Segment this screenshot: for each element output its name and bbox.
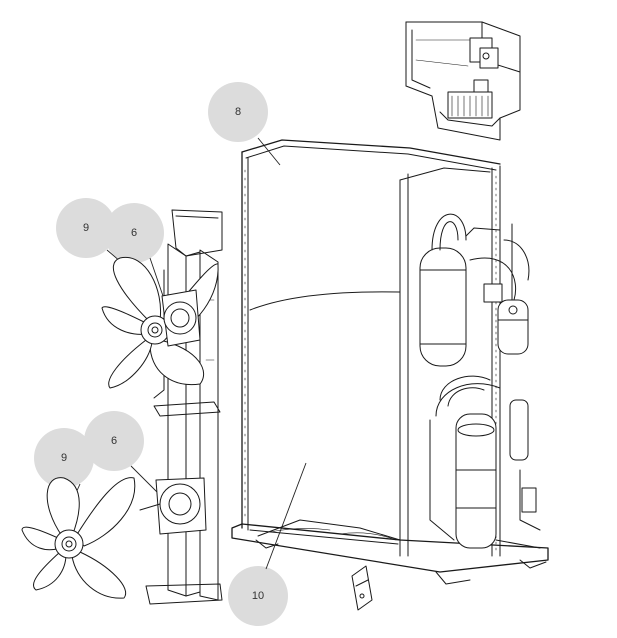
callout-label-10: 10 (252, 590, 264, 602)
fan-bracket (145, 209, 223, 605)
callout-label-6-lower: 6 (111, 435, 117, 447)
callout-label-8: 8 (235, 106, 241, 118)
callout-label-9-lower: 9 (61, 452, 67, 464)
small-bracket (351, 565, 373, 611)
upper-fan-blade (101, 256, 219, 389)
side-panel (241, 139, 501, 557)
callout-9-lower (34, 428, 94, 488)
callout-label-6-upper: 6 (131, 227, 137, 239)
callout-9-upper (56, 198, 116, 258)
lower-fan-motor (139, 477, 207, 535)
callout-10 (228, 566, 288, 626)
callout-6-upper (104, 203, 164, 263)
control-box (405, 21, 521, 141)
base-pan (231, 519, 549, 585)
callout-8 (208, 82, 268, 142)
callout-label-9-upper: 9 (83, 222, 89, 234)
refrigeration-assembly (419, 165, 541, 557)
callout-6-lower (84, 411, 144, 471)
lower-fan-blade (21, 477, 136, 599)
upper-fan-motor (161, 289, 201, 347)
